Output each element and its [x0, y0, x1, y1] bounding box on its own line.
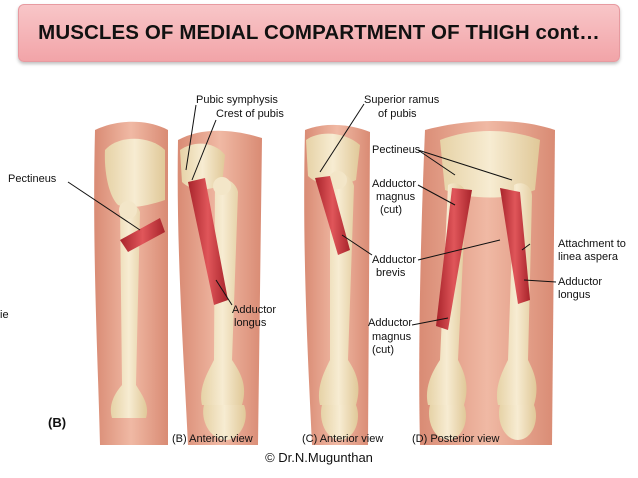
left-pectineus-muscle	[120, 218, 165, 252]
label-magnus-1: magnus	[376, 191, 416, 203]
label-adductor-brevis: Adductor	[372, 254, 416, 266]
caption-d: (D) Posterior view	[412, 433, 499, 445]
label-cut-1: (cut)	[380, 204, 402, 216]
panel-b-anterior: Pubic symphysis Crest of pubis Adductor …	[172, 94, 296, 447]
cut-off-text: ie	[0, 309, 9, 321]
label-brevis: brevis	[376, 267, 406, 279]
label-pectineus-left: Pectineus	[8, 173, 57, 185]
caption-c: (C) Anterior view	[302, 433, 383, 445]
centre-labels: Superior ramus of pubis Pectineus Adduct…	[364, 94, 440, 356]
left-panel: Pectineus (B) ie	[0, 121, 168, 445]
panel-d-adductor-magnus-left	[436, 188, 472, 330]
label-adductor-magnus-1: Adductor	[372, 178, 416, 190]
panel-letter-b: (B)	[48, 415, 66, 430]
label-of-pubis: of pubis	[378, 108, 417, 120]
panel-c-anterior: (C) Anterior view	[302, 103, 383, 446]
label-adductor-magnus-3: Adductor	[368, 317, 412, 329]
panel-b-pelvis-bone	[180, 143, 225, 190]
label-longus-b: longus	[234, 317, 267, 329]
panel-b-adductor-longus-muscle	[188, 178, 228, 305]
title-banner: MUSCLES OF MEDIAL COMPARTMENT OF THIGH c…	[18, 4, 620, 62]
panel-c-femur	[318, 173, 359, 405]
caption-b: (B) Anterior view	[172, 433, 253, 445]
left-femur	[110, 202, 148, 418]
panel-c-pelvis-bone	[306, 133, 360, 185]
label-attachment: Attachment to	[558, 238, 626, 250]
label-crest-of-pubis: Crest of pubis	[216, 108, 284, 120]
label-cut-3: (cut)	[372, 344, 394, 356]
right-labels: Attachment to linea aspera Adductor long…	[558, 238, 626, 301]
panel-d-pelvis	[440, 131, 540, 198]
panel-d-adductor-longus-right	[500, 188, 530, 304]
label-superior-ramus: Superior ramus	[364, 94, 440, 106]
slide-title: MUSCLES OF MEDIAL COMPARTMENT OF THIGH c…	[38, 21, 600, 44]
left-femur-head	[119, 201, 137, 219]
panel-d-posterior: (D) Posterior view	[411, 121, 557, 445]
label-longus-d: longus	[558, 289, 591, 301]
label-pectineus-c: Pectineus	[372, 144, 421, 156]
label-linea-aspera: linea aspera	[558, 251, 619, 263]
label-adductor-d: Adductor	[558, 276, 602, 288]
copyright-text: © Dr.N.Mugunthan	[265, 450, 373, 465]
label-pubic-symphysis: Pubic symphysis	[196, 94, 278, 106]
label-adductor-b: Adductor	[232, 304, 276, 316]
panel-c-adductor-brevis-muscle	[315, 176, 350, 255]
left-pelvis-bone	[104, 138, 165, 208]
label-magnus-3: magnus	[372, 331, 412, 343]
